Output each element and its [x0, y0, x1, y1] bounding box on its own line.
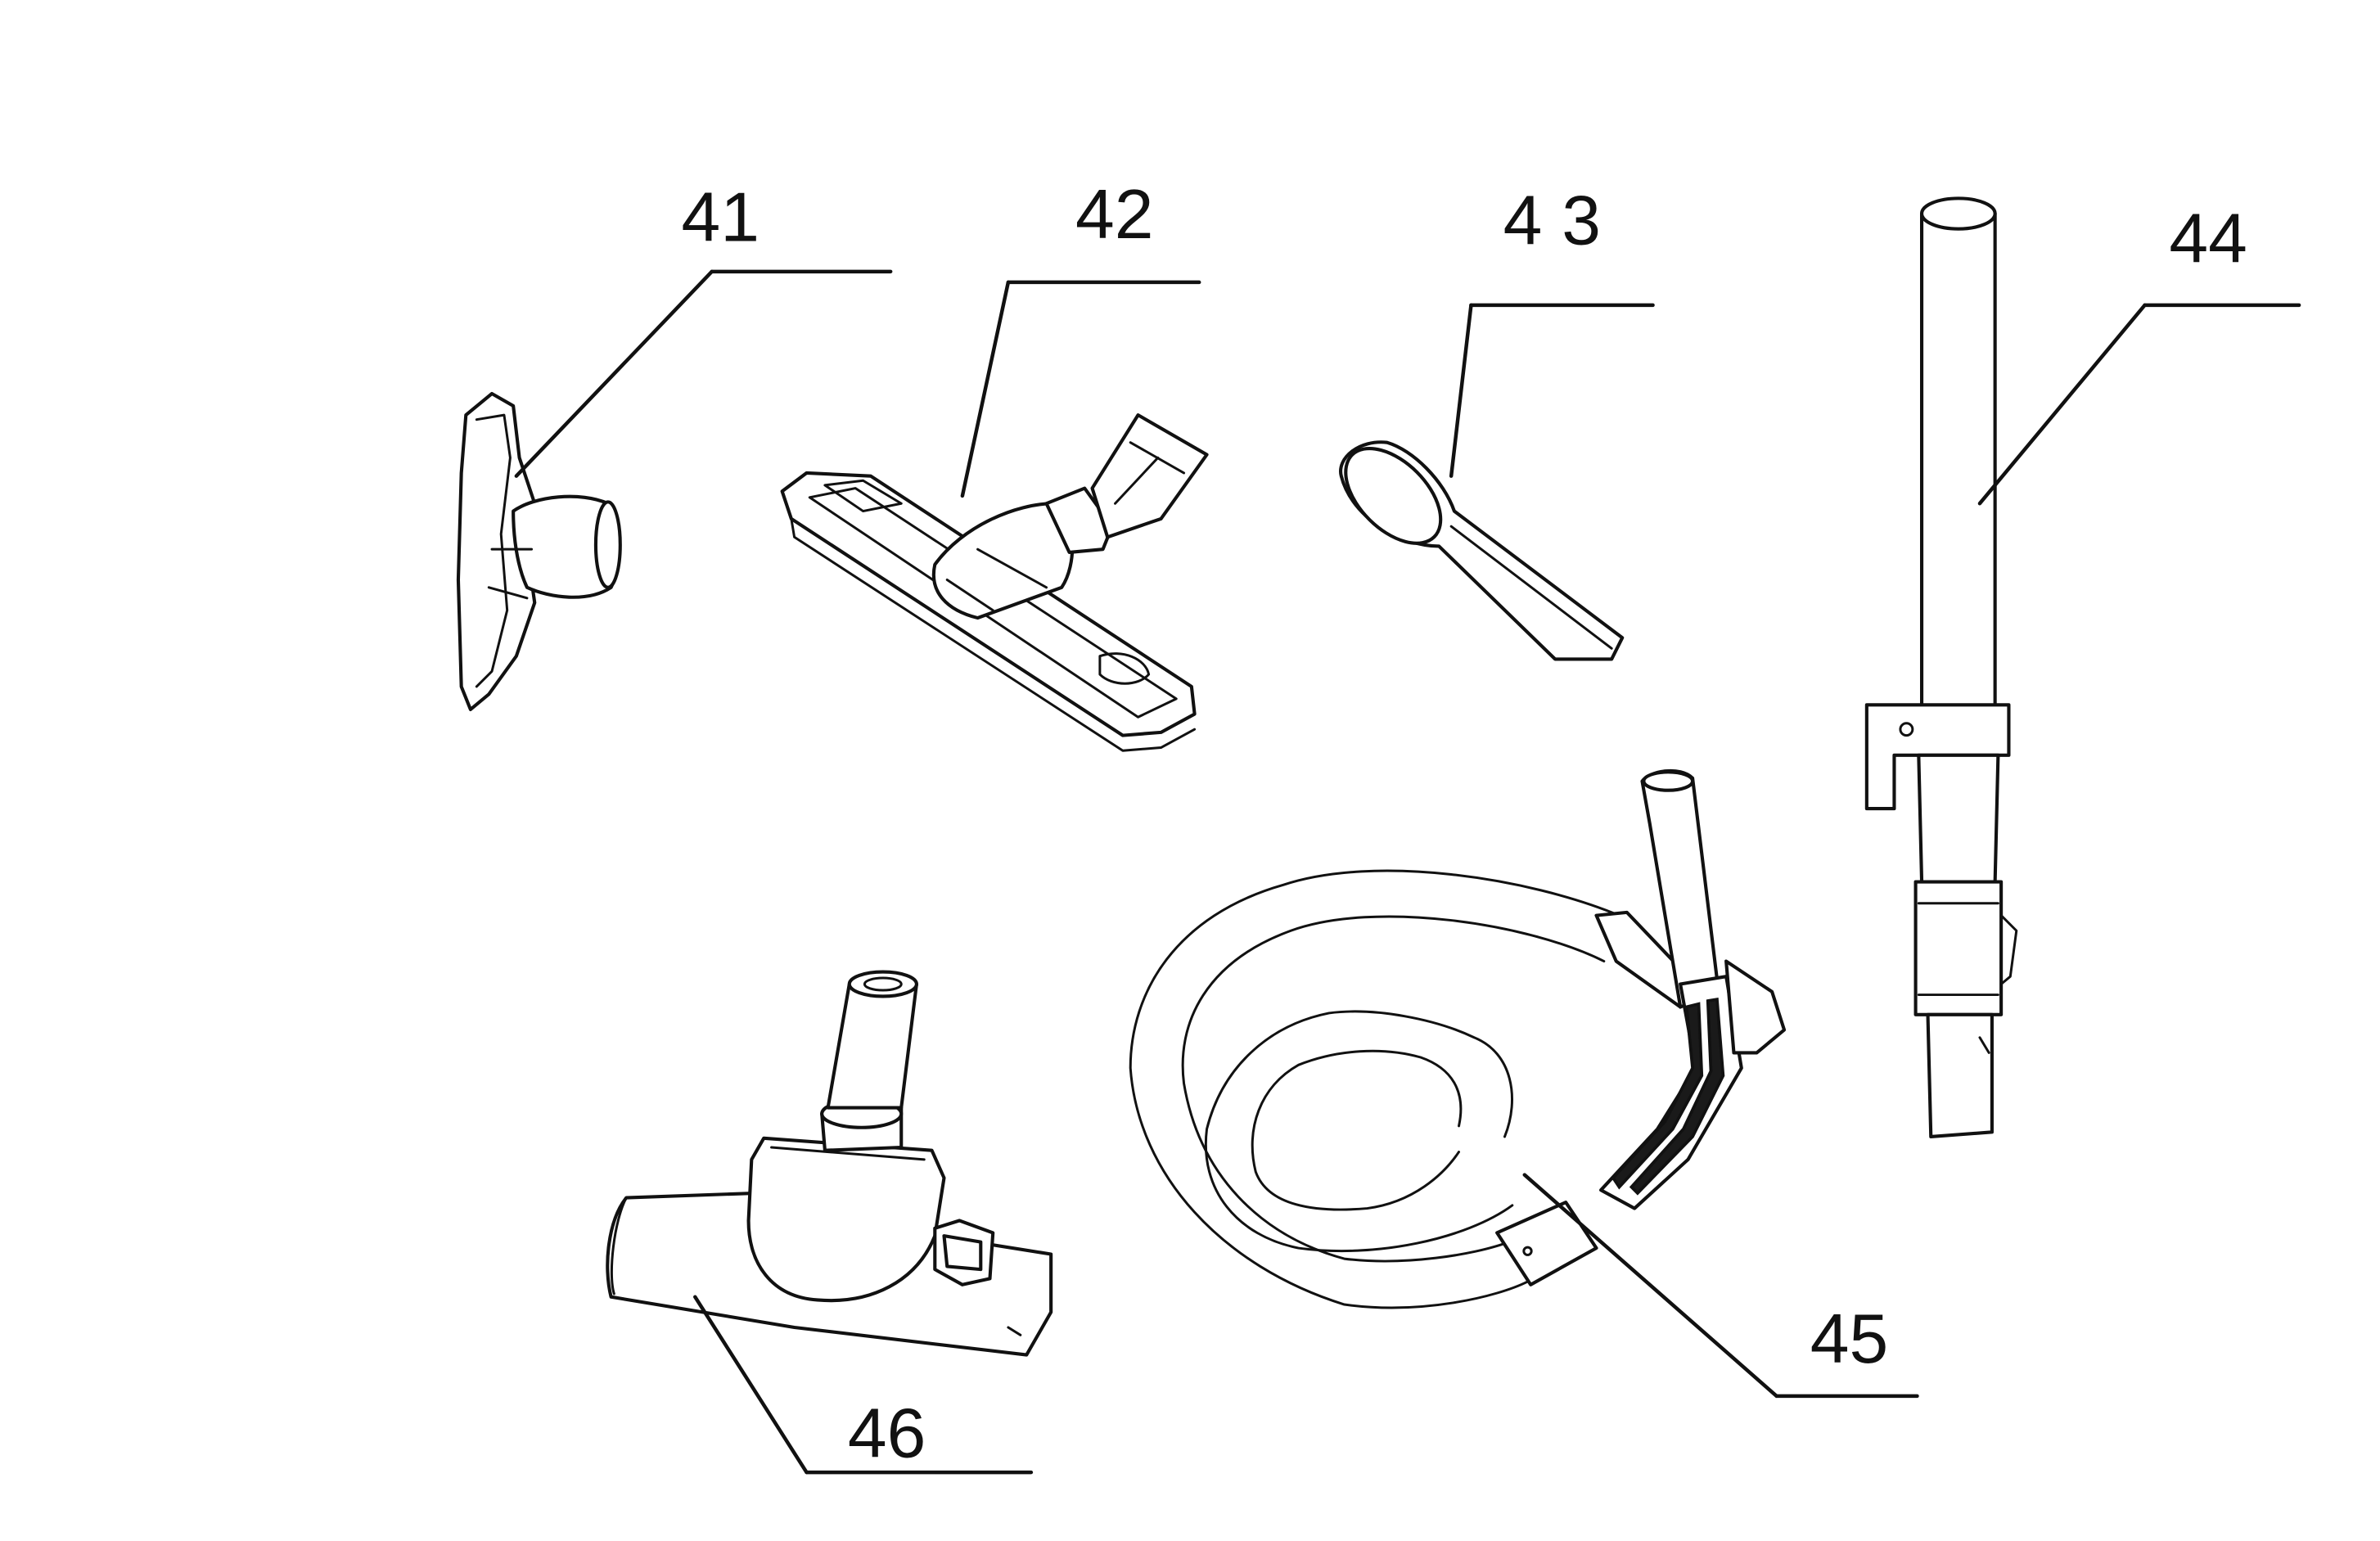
part-label-43: 4 3 [1503, 181, 1601, 259]
carpet-nozzle-icon [606, 970, 1053, 1357]
part-42: 42 [780, 175, 1209, 752]
leader-line-42 [960, 280, 1011, 498]
floor-brush-icon [780, 413, 1209, 752]
part-label-45: 45 [1810, 1300, 1888, 1378]
leader-line-45 [1522, 1173, 1778, 1399]
part-label-44: 44 [2169, 200, 2247, 278]
telescopic-tube-icon [1864, 196, 2018, 1138]
leader-line-46 [693, 1295, 809, 1475]
part-41: 41 [456, 178, 893, 711]
part-label-46: 46 [848, 1395, 926, 1473]
part-43: 4 3 [1339, 181, 1655, 661]
part-45: 45 [1129, 768, 1919, 1399]
upholstery-nozzle-icon [456, 391, 622, 711]
part-label-41: 41 [681, 178, 759, 257]
leader-line-44 [1977, 303, 2147, 506]
suction-hose-icon [1129, 768, 1787, 1309]
leader-line-41 [514, 269, 714, 478]
part-46: 46 [606, 970, 1053, 1475]
part-44: 44 [1864, 196, 2301, 1138]
crevice-tool-icon [1339, 440, 1625, 661]
leader-line-43 [1449, 303, 1473, 478]
part-label-42: 42 [1075, 175, 1153, 254]
